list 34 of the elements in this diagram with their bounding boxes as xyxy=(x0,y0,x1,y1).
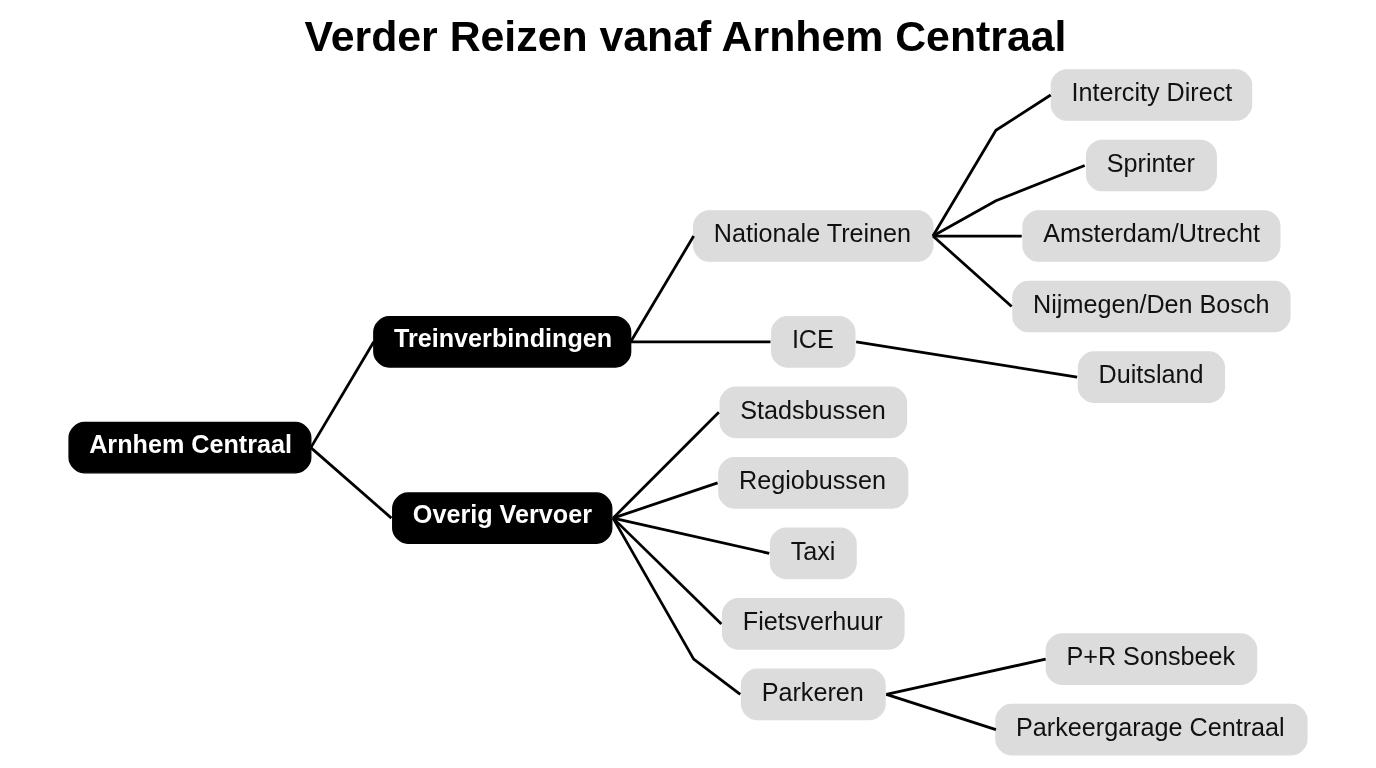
connector xyxy=(612,516,770,555)
connector xyxy=(886,657,1046,696)
node-box: P+R Sonsbeek xyxy=(1045,633,1258,685)
node-box: Taxi xyxy=(769,527,857,580)
node-box: Treinverbindingen xyxy=(373,316,632,368)
connector xyxy=(885,693,997,731)
connector xyxy=(855,340,1078,379)
node-box: Arnhem Centraal xyxy=(68,421,312,474)
node-box: Fietsverhuur xyxy=(722,598,905,650)
connector xyxy=(309,446,393,520)
node-box: Regiobussen xyxy=(718,457,909,509)
node-box: Stadsbussen xyxy=(719,386,908,439)
connector xyxy=(612,481,719,520)
node-box: Intercity Direct xyxy=(1050,69,1253,121)
connector xyxy=(612,517,723,625)
connector xyxy=(612,411,720,520)
diagram-title: Verder Reizen vanaf Arnhem Centraal xyxy=(304,12,1067,61)
connector xyxy=(629,235,695,343)
node-box: Parkeren xyxy=(740,668,886,721)
connector xyxy=(932,234,1022,238)
connector xyxy=(630,340,771,344)
node-box: ICE xyxy=(771,316,856,368)
node-box: Overig Vervoer xyxy=(392,492,613,544)
node-box: Nationale Treinen xyxy=(693,210,934,262)
connector xyxy=(931,93,1052,237)
connector xyxy=(611,517,742,696)
node-box: Nijmegen/Den Bosch xyxy=(1012,280,1291,333)
connector xyxy=(309,341,375,449)
node-box: Duitsland xyxy=(1077,351,1226,403)
node-box: Sprinter xyxy=(1085,139,1217,192)
node-box: Parkeergarage Centraal xyxy=(995,703,1308,756)
connector xyxy=(932,235,1013,308)
connector xyxy=(932,164,1086,238)
node-box: Amsterdam/Utrecht xyxy=(1022,210,1281,262)
